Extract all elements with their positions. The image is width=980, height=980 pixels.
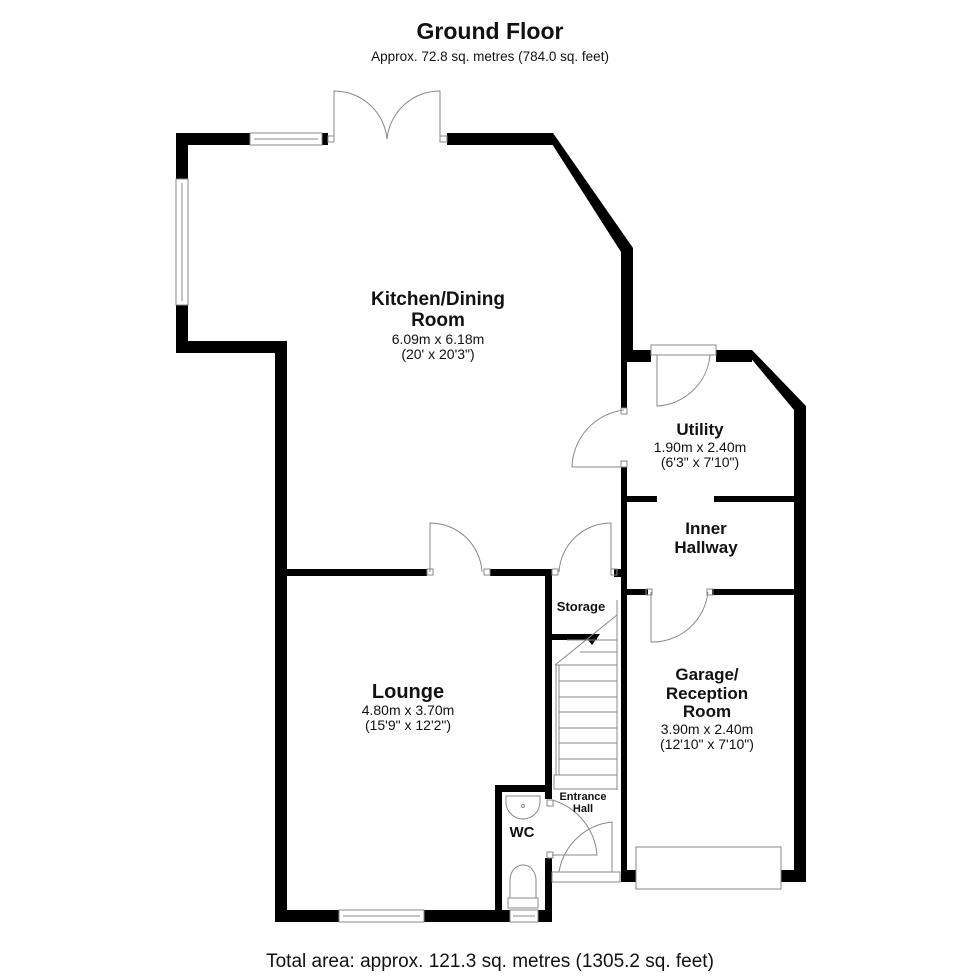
floor-area-subtitle: Approx. 72.8 sq. metres (784.0 sq. feet) (371, 49, 609, 64)
room-label-wc: WC (509, 824, 535, 841)
door-utility-external (656, 354, 711, 407)
door-utility (571, 409, 625, 468)
room-label-utility: Utility 1.90m x 2.40m (6'3" x 7'10") (653, 420, 747, 471)
room-label-garage: Garage/ Reception Room 3.90m x 2.40m (12… (660, 665, 754, 753)
total-area-footer: Total area: approx. 121.3 sq. metres (13… (266, 951, 714, 972)
doors (327, 90, 714, 883)
door-kitchen-french-right (386, 90, 441, 140)
wc-fixtures (505, 795, 541, 909)
sink-icon (505, 795, 541, 820)
walls (176, 133, 806, 922)
floor-title: Ground Floor (416, 18, 564, 44)
windows (175, 132, 782, 923)
room-label-kitchen: Kitchen/Dining Room 6.09m x 6.18m (20' x… (370, 289, 506, 363)
room-label-lounge: Lounge 4.80m x 3.70m (15'9" x 12'2") (361, 681, 455, 734)
room-label-storage: Storage (556, 599, 606, 614)
room-label-inner-hallway: Inner Hallway (674, 519, 738, 557)
room-label-entrance-hall: Entrance Hall (559, 791, 607, 815)
door-lounge (429, 522, 483, 573)
stairs (553, 600, 618, 790)
door-wc (551, 799, 598, 856)
toilet-icon (509, 864, 537, 899)
garage-door (635, 846, 782, 890)
window-utility-top (650, 344, 717, 356)
door-garage (650, 591, 709, 643)
door-storage (558, 522, 612, 573)
door-entrance (558, 821, 613, 873)
door-kitchen-french-left (333, 90, 388, 140)
